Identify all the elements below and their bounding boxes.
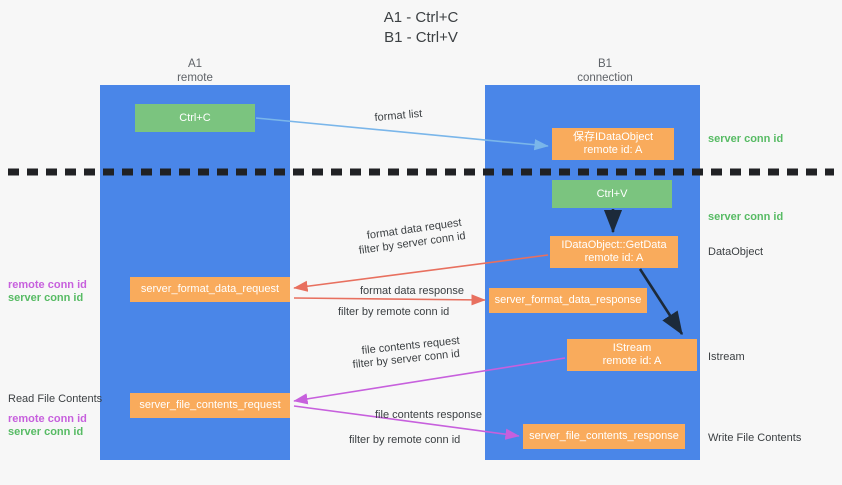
filter-prefix-1: filter by [358, 239, 398, 257]
node-ctrl-v[interactable]: Ctrl+V [552, 180, 672, 208]
gutter-right-server-conn-id-1: server conn id [708, 133, 784, 145]
node-getdata-line1: IDataObject::GetData [561, 239, 667, 251]
node-sfdres-label: server_format_data_response [494, 294, 642, 306]
node-server-format-data-response[interactable]: server_format_data_response [489, 288, 647, 313]
gutter-left-server-conn-id-1: server conn id [8, 292, 84, 304]
node-istream-line1: IStream [612, 342, 652, 354]
lane-header-b1: B1 connection [520, 57, 690, 85]
node-ctrl-c-label: Ctrl+C [179, 111, 211, 124]
lane-b1-name: B1 [597, 58, 613, 70]
filter-prefix-2: filter by [338, 306, 377, 318]
lane-a1-name: A1 [187, 58, 203, 70]
gutter-left-read-file-contents: Read File Contents [8, 393, 103, 405]
gutter-left-remote-conn-id-1: remote conn id [8, 279, 87, 291]
lane-a1-role: remote [177, 72, 213, 84]
arrow-format-data-response [293, 294, 486, 306]
filter-value-remote-conn-id-1: remote conn id [376, 306, 450, 318]
node-server-file-contents-request[interactable]: server_file_contents_request [130, 393, 290, 418]
node-save-idataobject[interactable]: 保存IDataObject remote id: A [552, 128, 674, 160]
edge-label-file-contents-response-filter: filter by remote conn id [349, 433, 460, 447]
node-ctrl-v-label: Ctrl+V [596, 187, 628, 200]
filter-prefix-3: filter by [352, 354, 392, 371]
edge-label-file-contents-response: file contents response [375, 409, 483, 421]
gutter-right-dataobject: DataObject [708, 246, 764, 258]
edge-label-format-data-response: format data response [360, 285, 464, 297]
node-save-idataobject-line1: 保存IDataObject [572, 131, 654, 143]
node-server-format-data-request[interactable]: server_format_data_request [130, 277, 290, 302]
lane-header-a1: A1 remote [110, 57, 280, 85]
node-istream[interactable]: IStream remote id: A [567, 339, 697, 371]
node-save-idataobject-line2: remote id: A [583, 144, 643, 156]
node-ctrl-c[interactable]: Ctrl+C [135, 104, 255, 132]
node-sfcreq-label: server_file_contents_request [139, 399, 281, 411]
edge-label-format-list: format list [374, 107, 423, 124]
lane-b1-role: connection [577, 72, 633, 84]
node-sfcres-label: server_file_contents_response [529, 430, 679, 442]
node-istream-line2: remote id: A [602, 355, 662, 367]
gutter-left-server-conn-id-2: server conn id [8, 426, 84, 438]
node-getdata-line2: remote id: A [584, 252, 644, 264]
node-idataobject-getdata[interactable]: IDataObject::GetData remote id: A [550, 236, 678, 268]
gutter-right-server-conn-id-2: server conn id [708, 211, 784, 223]
title-line-2: B1 - Ctrl+V [384, 29, 458, 46]
filter-value-remote-conn-id-2: remote conn id [387, 434, 461, 446]
node-sfdreq-label: server_format_data_request [140, 283, 280, 295]
edge-label-format-data-response-filter: filter by remote conn id [338, 305, 449, 319]
filter-prefix-4: filter by [349, 434, 388, 446]
title-line-1: A1 - Ctrl+C [383, 9, 459, 26]
diagram-title: A1 - Ctrl+C B1 - Ctrl+V [0, 8, 842, 48]
gutter-right-istream: Istream [708, 351, 745, 363]
node-server-file-contents-response[interactable]: server_file_contents_response [523, 424, 685, 449]
gutter-right-write-file-contents: Write File Contents [708, 432, 802, 444]
gutter-left-remote-conn-id-2: remote conn id [8, 413, 87, 425]
